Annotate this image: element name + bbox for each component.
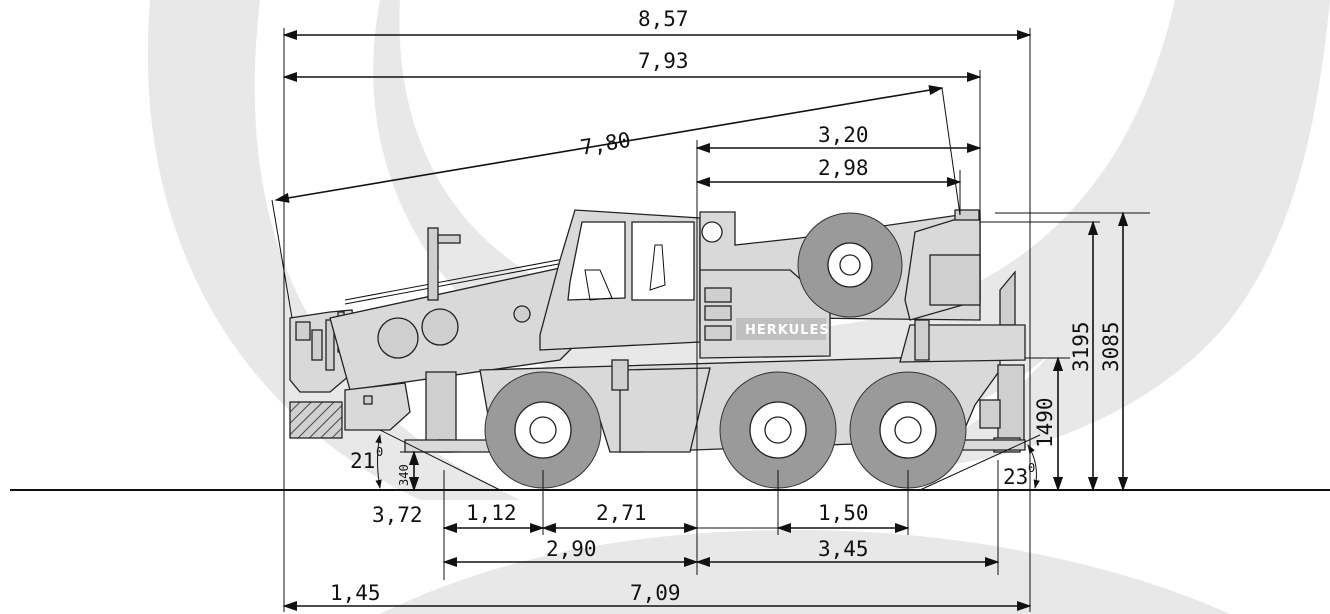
dim-outrigger-front: 3,45 [818, 537, 869, 561]
dim-height-deck: 1490 [1033, 397, 1057, 448]
dim-ground-clearance: 340 [397, 464, 411, 486]
dim-outrigger-rear: 2,90 [546, 537, 597, 561]
wheel-front [849, 371, 967, 489]
dim-rear-overhang: 3,72 [372, 503, 423, 527]
dim-height-cab: 3085 [1099, 321, 1123, 372]
wheel-middle [719, 371, 837, 489]
dim-front-overhang-lower: 2,98 [818, 156, 869, 180]
dimension-labels: 8,57 7,93 7,80 3,20 2,98 3195 3085 1490 … [330, 7, 1123, 605]
departure-degree-mark: 0 [1028, 461, 1035, 475]
dim-axle2-to-axle3: 1,50 [818, 501, 869, 525]
brand-logo-text: HERKULES [745, 323, 830, 338]
dim-axle1-to-center: 2,71 [596, 501, 647, 525]
dim-approach-angle: 21 [350, 449, 375, 473]
dim-rear-to-axle1: 1,12 [466, 501, 517, 525]
crane-vehicle: HERKULES [289, 209, 1026, 489]
dim-bottom-left: 1,45 [330, 581, 381, 605]
approach-degree-mark: 0 [376, 445, 383, 459]
wheel-rear [484, 371, 602, 489]
dim-overall-length: 8,57 [638, 7, 689, 31]
dimension-lines [271, 28, 1150, 612]
dim-front-overhang-upper: 3,20 [818, 123, 869, 147]
dim-height-total: 3195 [1069, 321, 1093, 372]
dim-departure-angle: 23 [1003, 465, 1028, 489]
dim-length-to-cab: 7,93 [638, 49, 689, 73]
dim-bottom-total: 7,09 [630, 581, 681, 605]
